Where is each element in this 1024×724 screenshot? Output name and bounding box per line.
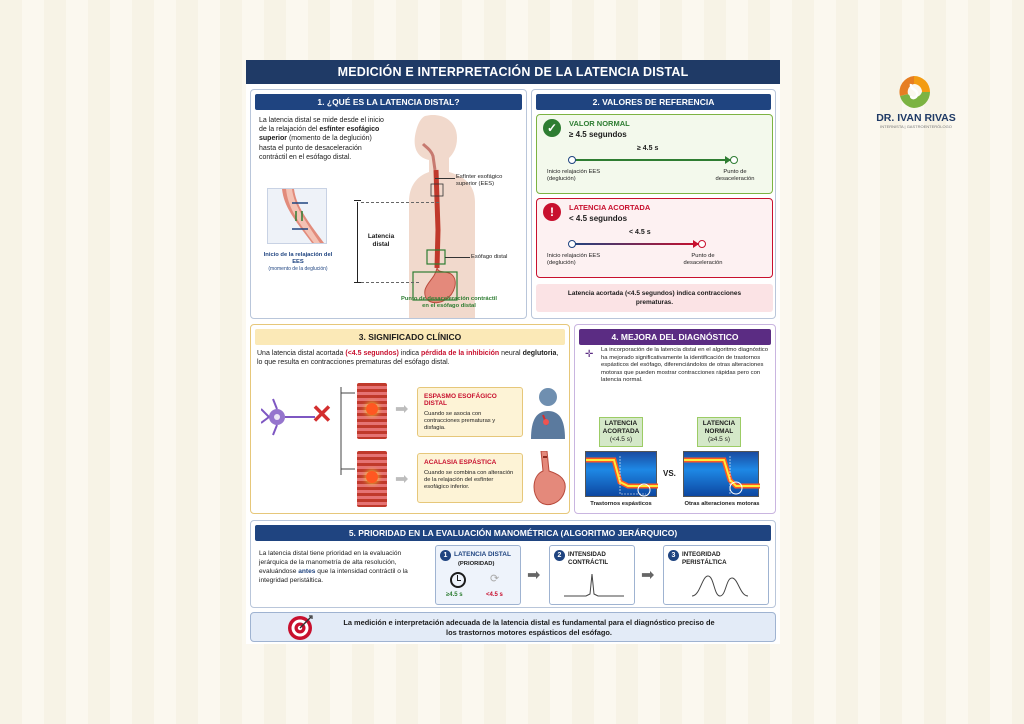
normal-end-label: Punto de desaceleración xyxy=(715,169,755,182)
clinical-intro-text: Una latencia distal acortada (<4.5 segun… xyxy=(257,350,559,367)
short-title: LATENCIA ACORTADA xyxy=(569,203,651,212)
step-title: INTEGRIDAD PERISTÁLTICA xyxy=(682,551,727,566)
section-diagnosis-improvement: 4. MEJORA DEL DIAGNÓSTICO ✛ La incorpora… xyxy=(574,324,776,514)
section-heading: 2. VALORES DE REFERENCIA xyxy=(536,94,771,110)
right-plot-caption: Otras alteraciones motoras xyxy=(684,501,760,507)
arrow-right-icon: ➡ xyxy=(395,471,409,488)
section-heading: 1. ¿QUÉ ES LA LATENCIA DISTAL? xyxy=(255,94,522,110)
normal-value-box: ✓ VALOR NORMAL ≥ 4.5 segundos ≥ 4.5 s In… xyxy=(536,114,773,194)
normal-arrow xyxy=(571,159,731,161)
card-text: Cuando se combina con alteración de la r… xyxy=(424,470,514,490)
block-x-icon: ✕ xyxy=(311,399,333,429)
short-end-dot xyxy=(698,240,706,248)
arrow-right-icon: ➡ xyxy=(527,567,541,584)
priority-text: La latencia distal tiene prioridad en la… xyxy=(259,550,408,584)
step-distal-latency: 1 LATENCIA DISTAL (PRIORIDAD) ⟳ ≥4.5 s <… xyxy=(435,545,521,605)
section-heading: 3. SIGNIFICADO CLÍNICO xyxy=(255,329,565,345)
normal-arrow-label: ≥ 4.5 s xyxy=(637,145,659,152)
short-value: < 4.5 segundos xyxy=(569,214,628,223)
short-arrow xyxy=(571,243,699,245)
page-title: MEDICIÓN E INTERPRETACIÓN DE LA LATENCIA… xyxy=(246,60,780,84)
esophagus-spasm-image xyxy=(357,383,387,439)
distal-spasm-card: ESPASMO ESOFÁGICO DISTAL Cuando se asoci… xyxy=(417,387,523,437)
definition-text: La latencia distal se mide desde el inic… xyxy=(259,117,384,161)
step-number: 3 xyxy=(668,550,679,561)
step-number: 2 xyxy=(554,550,565,561)
ees-relaxation-inset xyxy=(267,188,327,244)
fast-clock-icon: ⟳ xyxy=(490,573,500,585)
arrow-right-icon: ➡ xyxy=(395,401,409,418)
conclusion-text: La medición e interpretación adecuada de… xyxy=(343,618,715,637)
branch-arrows xyxy=(340,387,355,475)
stomach-icon xyxy=(533,451,566,505)
conclusion-banner: La medición e interpretación adecuada de… xyxy=(250,612,776,642)
card-title: ESPASMO ESOFÁGICO DISTAL xyxy=(424,393,497,407)
section-heading: 4. MEJORA DEL DIAGNÓSTICO xyxy=(579,329,771,345)
step-title: LATENCIA DISTAL xyxy=(454,551,511,558)
normal-start-label: Inicio relajación EES (deglución) xyxy=(547,169,601,182)
alert-icon: ! xyxy=(543,203,561,221)
step-contractile-intensity: 2 INTENSIDAD CONTRÁCTIL xyxy=(549,545,635,605)
section-heading: 5. PRIORIDAD EN LA EVALUACIÓN MANOMÉTRIC… xyxy=(255,525,771,541)
hrm-plot-spastic xyxy=(585,451,658,497)
latency-label: Latencia distal xyxy=(367,233,395,248)
section-clinical-significance: 3. SIGNIFICADO CLÍNICO Una latencia dist… xyxy=(250,324,570,514)
normal-end-dot xyxy=(730,156,738,164)
card-text: Cuando se asocia con contracciones prema… xyxy=(424,411,496,431)
normal-start-dot xyxy=(568,156,576,164)
section-reference-values: 2. VALORES DE REFERENCIA ✓ VALOR NORMAL … xyxy=(531,89,776,319)
short-end-label: Punto de desaceleración xyxy=(683,253,723,266)
brand-logo: DR. IVAN RIVAS INTERNISTA | GASTROENTERÓ… xyxy=(864,74,968,130)
target-icon xyxy=(288,615,313,640)
short-latency-box: ! LATENCIA ACORTADA < 4.5 segundos < 4.5… xyxy=(536,198,773,278)
step-ok-value: ≥4.5 s xyxy=(446,592,463,598)
dysphagia-patient-icon xyxy=(531,388,565,439)
normal-title: VALOR NORMAL xyxy=(569,119,630,128)
card-title: ACALASIA ESPÁSTICA xyxy=(424,459,497,466)
latency-bracket xyxy=(357,202,358,282)
distal-label: Esófago distal xyxy=(471,254,508,260)
peristalsis-wave-icon xyxy=(692,575,748,597)
spastic-achalasia-card: ACALASIA ESPÁSTICA Cuando se combina con… xyxy=(417,453,523,503)
poster: MEDICIÓN E INTERPRETACIÓN DE LA LATENCIA… xyxy=(246,60,780,644)
clock-icon xyxy=(450,572,466,588)
left-plot-caption: Trastornos espásticos xyxy=(590,501,652,507)
esophagus-achalasia-image xyxy=(357,451,387,507)
short-start-dot xyxy=(568,240,576,248)
neuron-icon xyxy=(261,398,315,436)
hrm-plot-other xyxy=(683,451,760,497)
esophagus-anatomy-illustration xyxy=(409,115,475,318)
section-what-is: 1. ¿QUÉ ES LA LATENCIA DISTAL? La latenc… xyxy=(250,89,527,319)
microscope-icon: ✛ xyxy=(585,349,594,360)
inset-caption: Inicio de la relajación del EES (momento… xyxy=(263,252,333,272)
short-latency-note: Latencia acortada (<4.5 segundos) indica… xyxy=(536,284,773,312)
arrow-right-icon: ➡ xyxy=(641,567,655,584)
vs-label: VS. xyxy=(663,469,676,478)
deceleration-caption: Punto de desaceleración contráctil en el… xyxy=(401,296,497,309)
check-icon: ✓ xyxy=(543,119,561,137)
brand-name: DR. IVAN RIVAS xyxy=(876,112,956,124)
ees-label: Esfínter esofágico superior (EES) xyxy=(456,174,503,187)
step-bad-value: <4.5 s xyxy=(486,592,503,598)
stomach-logo-icon xyxy=(899,76,930,108)
intensity-wave-icon xyxy=(564,573,624,597)
diagnosis-text: La incorporación de la latencia distal e… xyxy=(601,347,769,384)
step-number: 1 xyxy=(440,550,451,561)
step-peristaltic-integrity: 3 INTEGRIDAD PERISTÁLTICA xyxy=(663,545,769,605)
step-subtitle: (PRIORIDAD) xyxy=(458,561,495,567)
normal-value: ≥ 4.5 segundos xyxy=(569,130,627,139)
sphincter-relaxation-icon xyxy=(282,189,324,243)
section-manometric-priority: 5. PRIORIDAD EN LA EVALUACIÓN MANOMÉTRIC… xyxy=(250,520,776,608)
step-title: INTENSIDAD CONTRÁCTIL xyxy=(568,551,609,566)
short-arrow-label: < 4.5 s xyxy=(629,229,651,236)
brand-tagline: INTERNISTA | GASTROENTERÓLOGO xyxy=(880,124,952,129)
short-start-label: Inicio relajación EES (deglución) xyxy=(547,253,601,266)
